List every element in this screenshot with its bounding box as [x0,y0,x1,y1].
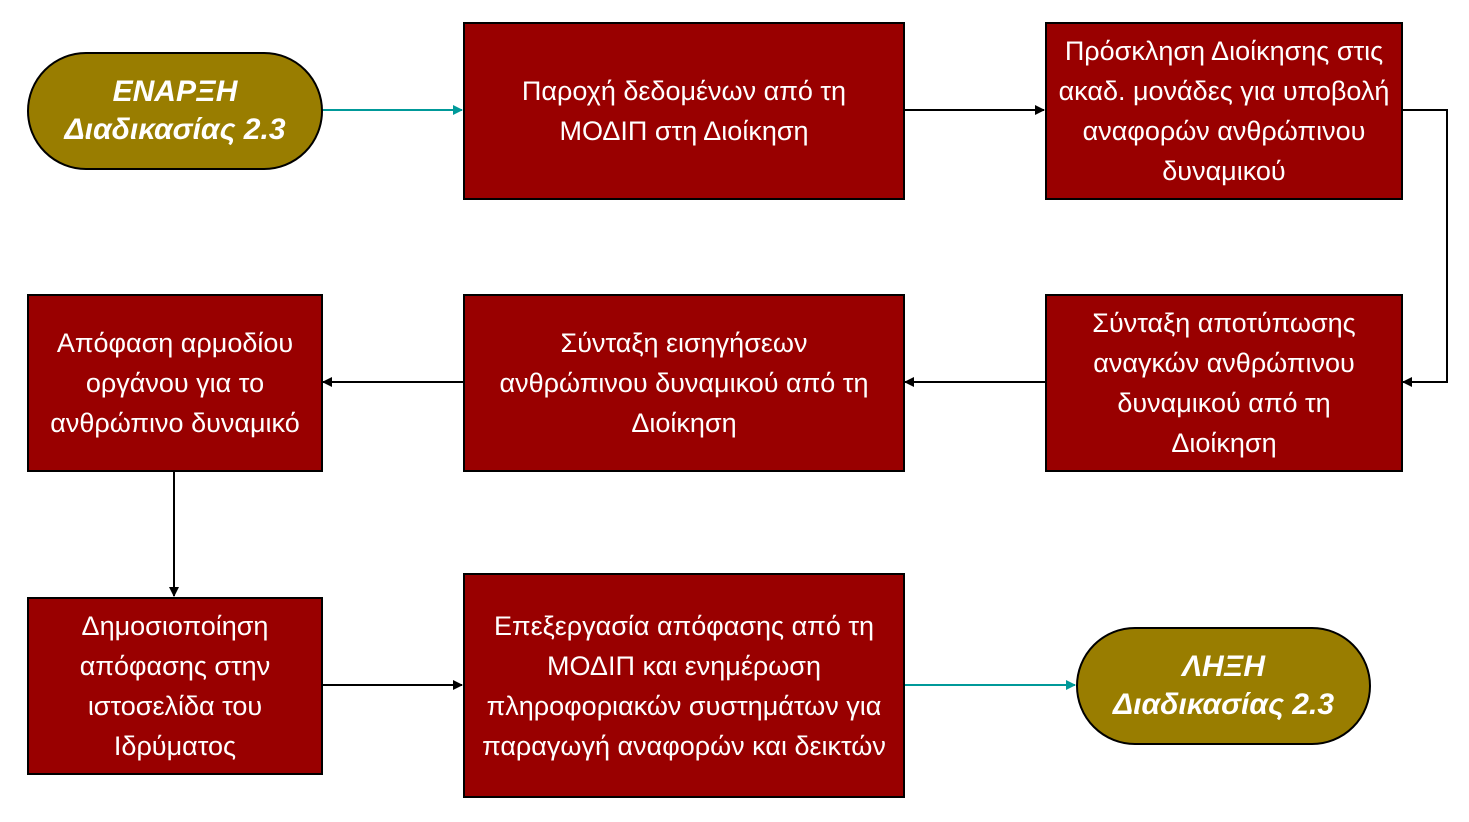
start-terminal: ΕΝΑΡΞΗ Διαδικασίας 2.3 [27,52,323,170]
step-7-text: Επεξεργασία απόφασης από τη ΜΟΔΙΠ και εν… [482,610,886,761]
start-sublabel: Διαδικασίας 2.3 [64,113,286,146]
start-label: ΕΝΑΡΞΗ [112,75,238,108]
step-4-text: Σύνταξη εισηγήσεων ανθρώπινου δυναμικού … [499,328,869,438]
step-1-text: Παροχή δεδομένων από τη ΜΟΔΙΠ στη Διοίκη… [521,76,847,146]
step-2-box: Πρόσκληση Διοίκησης στις ακαδ. μονάδες γ… [1045,22,1403,200]
step-1-box: Παροχή δεδομένων από τη ΜΟΔΙΠ στη Διοίκη… [463,22,905,200]
step-6-box: Δημοσιοποίηση απόφασης στην ιστοσελίδα τ… [27,597,323,775]
step-2-text: Πρόσκληση Διοίκησης στις ακαδ. μονάδες γ… [1058,36,1390,186]
step-7-box: Επεξεργασία απόφασης από τη ΜΟΔΙΠ και εν… [463,573,905,798]
step-3-text: Σύνταξη αποτύπωσης αναγκών ανθρώπινου δυ… [1092,308,1356,458]
step-4-box: Σύνταξη εισηγήσεων ανθρώπινου δυναμικού … [463,294,905,472]
end-terminal: ΛΗΞΗ Διαδικασίας 2.3 [1076,627,1371,745]
step-6-text: Δημοσιοποίηση απόφασης στην ιστοσελίδα τ… [79,611,271,761]
end-sublabel: Διαδικασίας 2.3 [1112,688,1334,721]
arrow-step2-to-step3 [1402,109,1448,387]
step-5-text: Απόφαση αρμοδίου οργάνου για το ανθρώπιν… [50,328,300,438]
step-5-box: Απόφαση αρμοδίου οργάνου για το ανθρώπιν… [27,294,323,472]
step-3-box: Σύνταξη αποτύπωσης αναγκών ανθρώπινου δυ… [1045,294,1403,472]
end-label: ΛΗΞΗ [1181,650,1266,683]
